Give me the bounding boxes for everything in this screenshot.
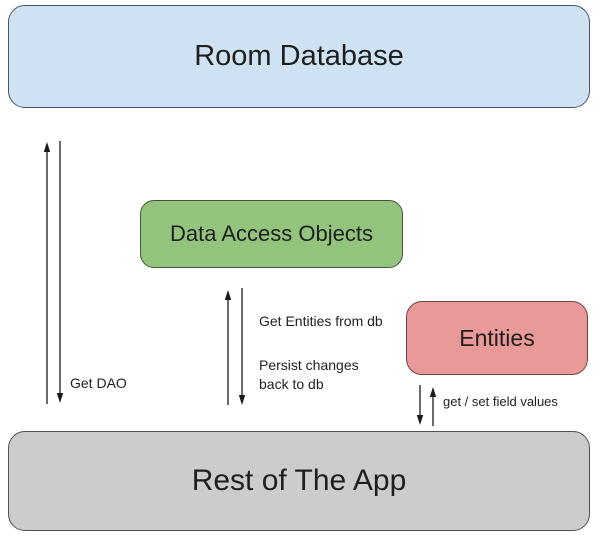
node-data-access-objects-label: Data Access Objects <box>170 221 373 246</box>
edge-label-get-dao: Get DAO <box>70 375 127 391</box>
arrow-dao-app <box>224 288 246 405</box>
arrowhead-down-icon <box>416 415 424 425</box>
node-entities: Entities <box>406 301 588 375</box>
arrowhead-down-icon <box>238 395 246 405</box>
node-rest-of-the-app: Rest of The App <box>8 431 590 531</box>
edge-label-get-entities-from-db: Get Entities from db <box>259 313 383 329</box>
arrow-entities-app <box>416 385 437 426</box>
node-rest-of-the-app-label: Rest of The App <box>191 464 407 497</box>
arrowhead-up-icon <box>43 142 51 152</box>
node-entities-label: Entities <box>459 324 535 351</box>
edge-label-persist-changes-back-to-db: Persist changes back to db <box>259 357 359 392</box>
arrow-room-database-app <box>43 141 64 404</box>
arrowhead-up-icon <box>429 387 437 397</box>
node-room-database-label: Room Database <box>194 40 404 72</box>
node-room-database: Room Database <box>8 5 590 108</box>
arrowhead-up-icon <box>224 290 232 300</box>
arrowhead-down-icon <box>56 393 64 403</box>
node-data-access-objects: Data Access Objects <box>140 200 403 268</box>
edge-label-get-set-field-values: get / set field values <box>443 394 558 409</box>
